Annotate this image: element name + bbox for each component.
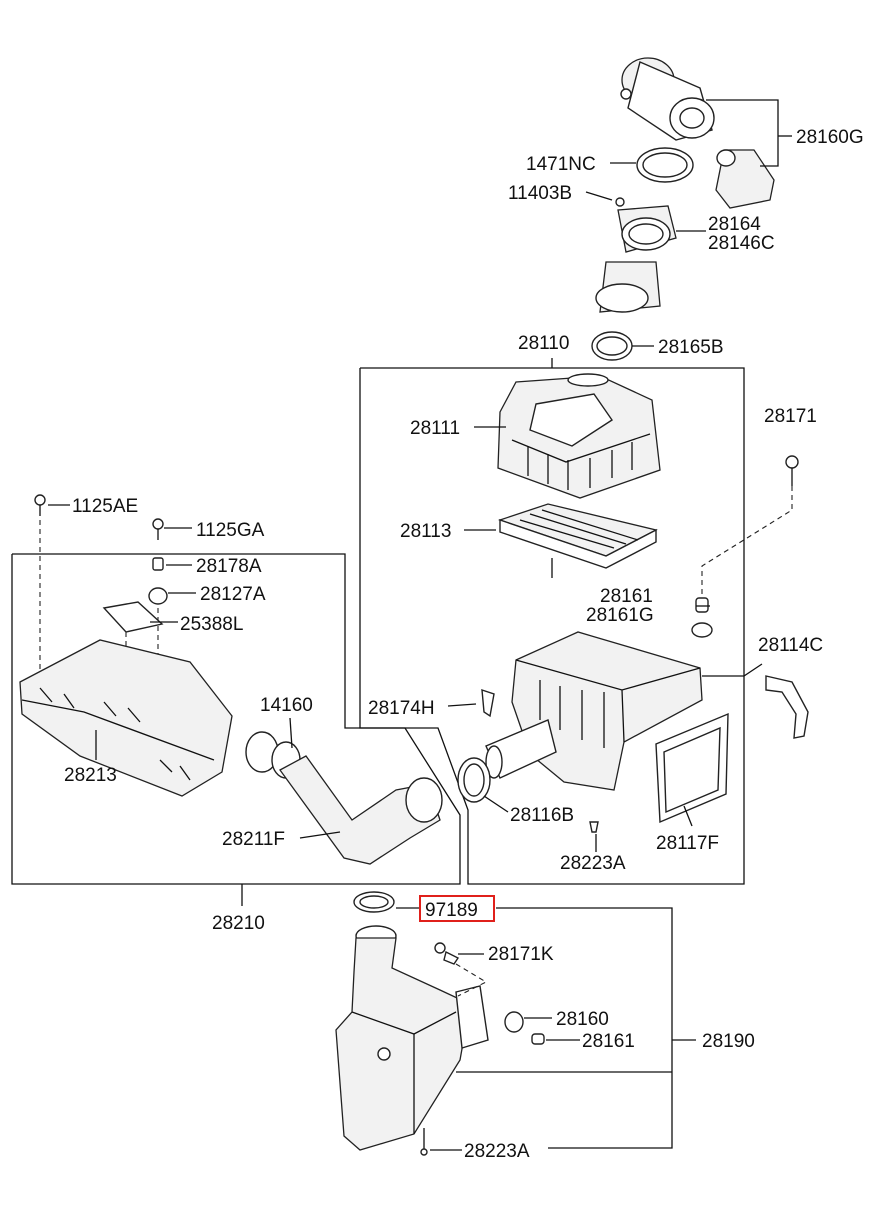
air-flow-sensor-part [620,57,715,141]
gasket-28117f-part [655,712,729,824]
label-28160[interactable]: 28160 [556,1009,609,1030]
label-28171K[interactable]: 28171K [488,944,554,965]
label-1125GA[interactable]: 1125GA [196,520,265,541]
grommet-28161-part [691,597,713,638]
label-28161-top[interactable]: 28161 [600,586,653,607]
label-28165B[interactable]: 28165B [658,337,724,358]
label-28117F[interactable]: 28117F [656,833,719,854]
grommet-28160-part [504,1011,524,1033]
label-28210[interactable]: 28210 [212,913,265,934]
group-box-28190 [456,907,673,1149]
label-1125AE[interactable]: 1125AE [72,496,138,517]
bolt-1125ae-part [34,494,46,672]
label-28113[interactable]: 28113 [400,521,451,542]
label-28213[interactable]: 28213 [64,765,117,786]
label-28223A-top[interactable]: 28223A [560,853,626,874]
ring-28116b-part [457,757,491,803]
label-97189[interactable]: 97189 [425,900,478,921]
label-28146C[interactable]: 28146C [708,233,775,254]
hose-28211f-part [279,755,443,865]
screw-28223a-top-part [589,821,599,833]
label-28114C[interactable]: 28114C [758,635,823,656]
label-28161-bottom[interactable]: 28161 [582,1031,635,1052]
label-28174H[interactable]: 28174H [368,698,435,719]
adapter-28164-part [617,205,677,253]
label-28111[interactable]: 28111 [410,418,460,439]
clamp-1471nc-part [636,147,694,183]
bracket-28114c-part [765,675,809,739]
label-28160G[interactable]: 28160G [796,127,864,148]
grommet-28161-bottom-part [531,1033,545,1045]
label-14160[interactable]: 14160 [260,695,313,716]
label-1471NC[interactable]: 1471NC [526,154,596,175]
boot-part [715,149,775,209]
label-28171[interactable]: 28171 [764,406,817,427]
engine-cover-28213-part [19,639,233,797]
label-11403B[interactable]: 11403B [508,183,572,204]
ring-28165b-part [591,331,633,361]
resonator-28190-part [335,925,489,1151]
highlight-box [419,895,495,922]
bolt-1125ga-part [148,518,168,748]
intake-duct-part [595,261,661,313]
group-box-28210 [11,553,461,885]
label-28127A[interactable]: 28127A [200,584,266,605]
bolt-28171-part [701,455,799,600]
bolt-28171k-part [434,942,488,997]
air-cleaner-cover-part [497,373,661,499]
clip-28174h-part [481,688,495,718]
screw-28223a-bottom-part [420,1128,428,1156]
ring-97189-part [353,891,395,913]
label-28110[interactable]: 28110 [518,333,569,354]
label-28178A[interactable]: 28178A [196,556,262,577]
label-28161G[interactable]: 28161G [586,605,654,626]
label-28190[interactable]: 28190 [702,1031,755,1052]
air-cleaner-body-part [485,631,703,791]
label-28116B[interactable]: 28116B [510,805,574,826]
air-filter-part [497,503,658,578]
screw-11403b-part [615,197,625,207]
leader-lines [48,99,792,1151]
label-28164[interactable]: 28164 [708,214,761,235]
label-28211F[interactable]: 28211F [222,829,285,850]
label-28223A-bottom[interactable]: 28223A [464,1141,530,1162]
part-labels: 28160G 1471NC 11403B 28164 28146C 28110 … [64,127,864,1162]
label-25388L[interactable]: 25388L [180,614,243,635]
